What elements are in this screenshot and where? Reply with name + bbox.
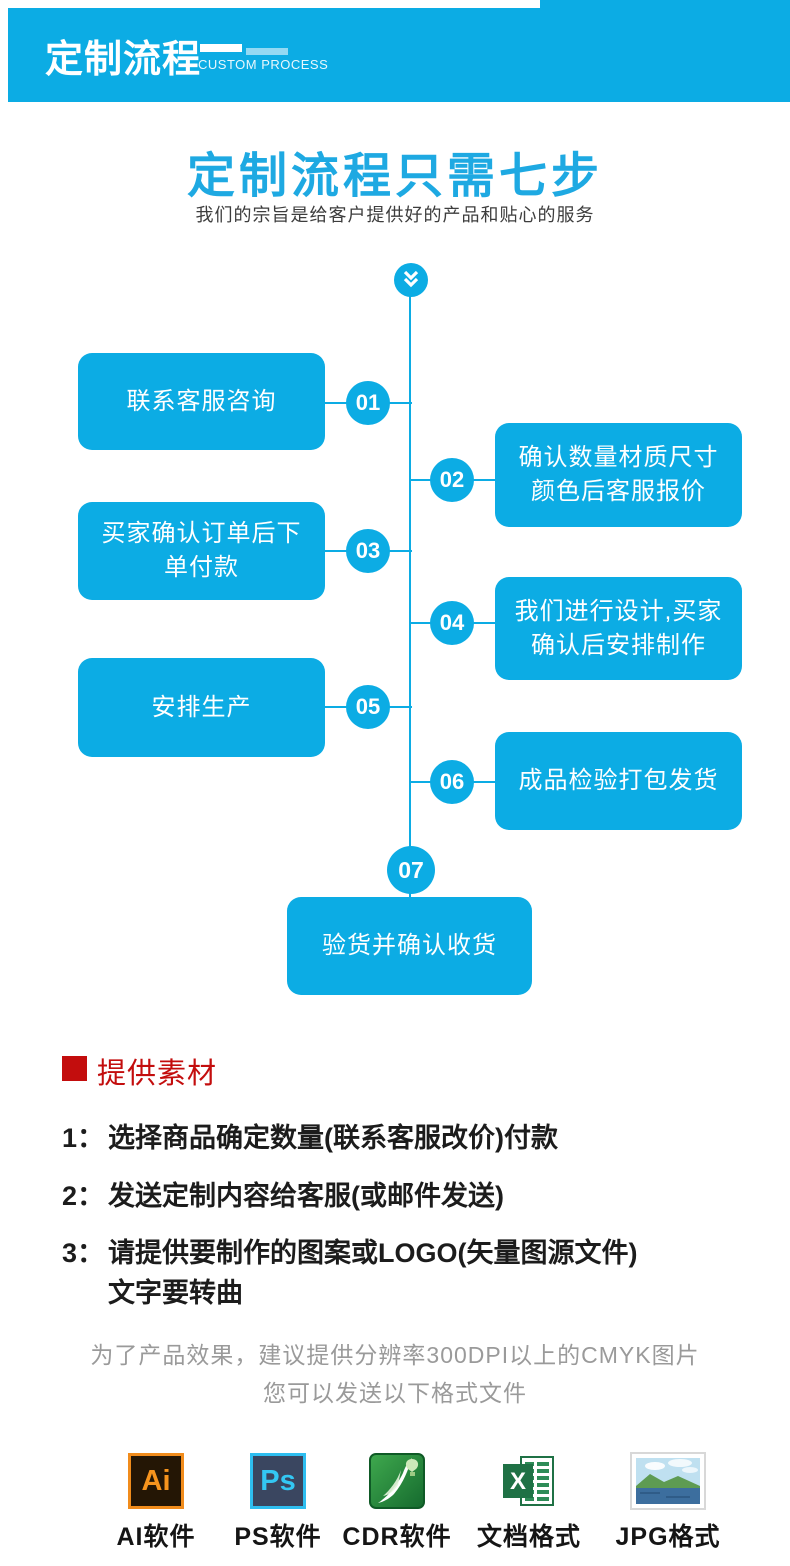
flow-step-box-4: 我们进行设计,买家 确认后安排制作 (495, 577, 742, 680)
flow-step-box-7: 验货并确认收货 (287, 897, 532, 995)
materials-item-2: 2： 发送定制内容给客服(或邮件发送) (62, 1176, 504, 1216)
ai-icon: Ai (128, 1453, 184, 1509)
materials-section-title: 提供素材 (97, 1058, 218, 1090)
item-text: 发送定制内容给客服(或邮件发送) (108, 1181, 504, 1211)
materials-item-3: 3： 请提供要制作的图案或LOGO(矢量图源文件) 文字要转曲 (62, 1233, 637, 1313)
banner-top-bleed (540, 0, 790, 10)
item-number: 3： (62, 1238, 105, 1268)
format-label: 文档格式 (476, 1523, 581, 1551)
double-chevron-down-icon (403, 270, 419, 288)
format-column-ai: Ai AI软件 (94, 1450, 218, 1553)
flow-step-number-7: 07 (387, 846, 435, 894)
banner-subtitle: CUSTOM PROCESS (198, 57, 329, 72)
step-label: 我们进行设计,买家 (514, 597, 723, 625)
banner-title: 定制流程 (45, 39, 202, 81)
flow-step-number-5: 05 (346, 685, 390, 729)
flow-step-number-6: 06 (430, 760, 474, 804)
flow-step-box-6: 成品检验打包发货 (495, 732, 742, 830)
step-label: 联系客服咨询 (126, 387, 277, 415)
format-column-cdr: CDR软件 (335, 1450, 459, 1553)
step-label: 成品检验打包发货 (518, 767, 719, 794)
flow-start-marker (394, 263, 428, 297)
flow-step-number-3: 03 (346, 529, 390, 573)
red-square-bullet (62, 1056, 87, 1081)
item-text-line1: 请提供要制作的图案或LOGO(矢量图源文件) (108, 1238, 638, 1268)
note-line-2: 您可以发送以下格式文件 (263, 1380, 527, 1406)
step-label: 颜色后客服报价 (531, 478, 706, 505)
step-label: 单付款 (164, 554, 239, 581)
item-text-line2: 文字要转曲 (108, 1278, 243, 1308)
dash-decoration-white (200, 44, 242, 52)
flow-step-number-1: 01 (346, 381, 390, 425)
excel-x-glyph: X (510, 1468, 526, 1495)
format-column-jpg: JPG格式 (606, 1450, 730, 1553)
format-column-ps: Ps PS软件 (216, 1450, 340, 1553)
page-subtitle: 我们的宗旨是给客户提供好的产品和贴心的服务 (195, 205, 595, 225)
format-label: PS软件 (234, 1523, 322, 1551)
format-label: JPG格式 (615, 1523, 721, 1551)
jpg-photo-icon (630, 1452, 706, 1510)
flow-step-box-1: 联系客服咨询 (78, 353, 325, 450)
step-label: 安排生产 (151, 693, 252, 721)
step-label: 确认后安排制作 (531, 631, 706, 659)
flow-step-number-4: 04 (430, 601, 474, 645)
page-title: 定制流程只需七步 (186, 150, 603, 203)
flow-step-box-3: 买家确认订单后下 单付款 (78, 502, 325, 600)
item-number: 2： (62, 1181, 105, 1211)
flow-step-box-5: 安排生产 (78, 658, 325, 757)
format-label: AI软件 (116, 1523, 196, 1551)
format-column-doc: X 文档格式 (467, 1450, 591, 1553)
step-label: 确认数量材质尺寸 (518, 444, 719, 471)
item-text: 选择商品确定数量(联系客服改价)付款 (108, 1123, 558, 1153)
step-label: 验货并确认收货 (322, 932, 497, 959)
ps-icon: Ps (250, 1453, 306, 1509)
flow-vertical-line (409, 296, 411, 897)
section-banner: 定制流程 CUSTOM PROCESS (8, 8, 790, 102)
item-text: 请提供要制作的图案或LOGO(矢量图源文件) 文字要转曲 (108, 1233, 637, 1313)
flow-step-box-2: 确认数量材质尺寸 颜色后客服报价 (495, 423, 742, 527)
step-label: 买家确认订单后下 (101, 520, 302, 547)
dash-decoration-light (246, 48, 288, 55)
excel-icon: X (503, 1456, 554, 1506)
note-line-1: 为了产品效果，建议提供分辨率300DPI以上的CMYK图片 (90, 1342, 700, 1368)
flow-step-number-2: 02 (430, 458, 474, 502)
materials-item-1: 1： 选择商品确定数量(联系客服改价)付款 (62, 1118, 558, 1158)
cdr-icon (369, 1453, 425, 1509)
format-label: CDR软件 (342, 1523, 452, 1551)
item-number: 1： (62, 1123, 105, 1153)
